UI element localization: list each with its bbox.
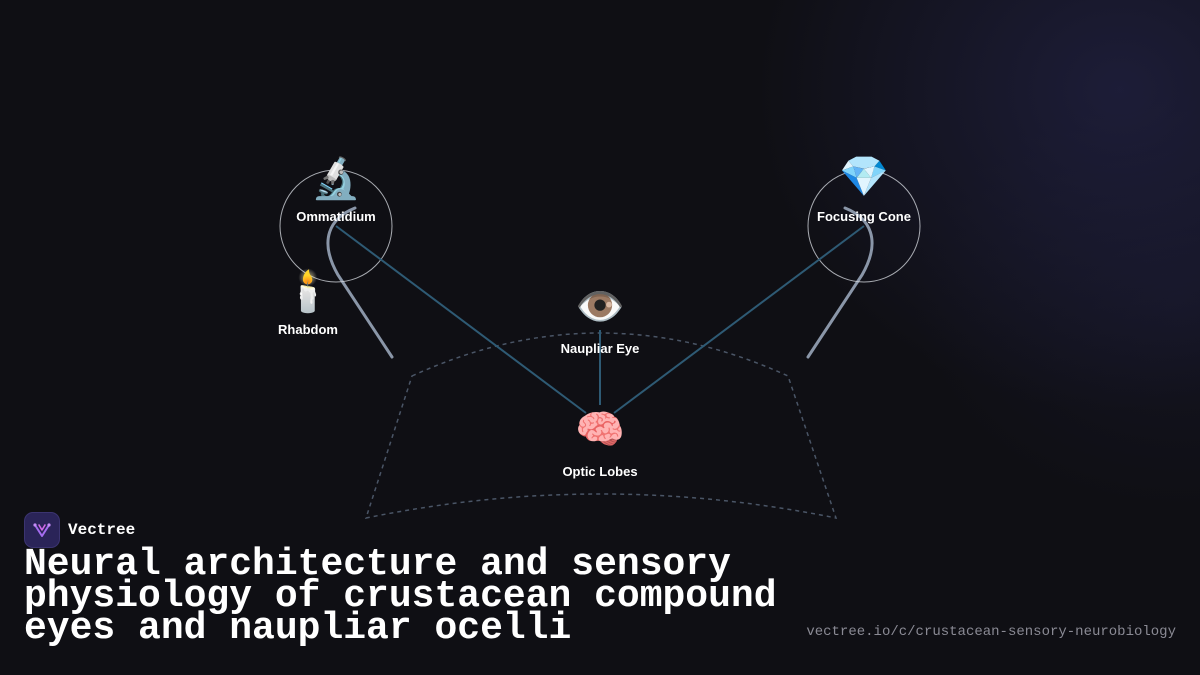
brand: Vectree bbox=[24, 512, 135, 548]
node-label-optic-lobes: Optic Lobes bbox=[562, 464, 637, 479]
right-compound-eye-circle bbox=[807, 169, 921, 283]
edge-ommatidium-optic-lobes bbox=[335, 225, 587, 414]
left-compound-eye-circle bbox=[279, 169, 393, 283]
node-focusing-cone[interactable]: 💎 Focusing Cone bbox=[817, 155, 911, 224]
gem-icon: 💎 bbox=[839, 155, 889, 199]
node-optic-lobes[interactable]: 🧠 Optic Lobes bbox=[562, 408, 637, 479]
left-eye-guide-curve bbox=[326, 206, 394, 359]
node-label-naupliar-eye: Naupliar Eye bbox=[561, 341, 640, 356]
right-eye-guide-curve bbox=[806, 206, 874, 359]
candle-icon: 🕯️ bbox=[283, 267, 333, 314]
vectree-logo-icon bbox=[24, 512, 60, 548]
node-ommatidium[interactable]: 🔬 Ommatidium bbox=[296, 154, 375, 224]
source-url[interactable]: vectree.io/c/crustacean-sensory-neurobio… bbox=[806, 624, 1176, 640]
brand-name: Vectree bbox=[68, 521, 136, 539]
node-label-ommatidium: Ommatidium bbox=[296, 209, 375, 224]
page-title: Neural architecture and sensory physiolo… bbox=[24, 543, 777, 650]
edge-focusing-cone-optic-lobes bbox=[613, 225, 865, 414]
node-rhabdom[interactable]: 🕯️ Rhabdom bbox=[278, 267, 338, 337]
node-label-focusing-cone: Focusing Cone bbox=[817, 209, 911, 224]
node-naupliar-eye[interactable]: 👁️ Naupliar Eye bbox=[561, 285, 640, 356]
eye-icon: 👁️ bbox=[575, 285, 625, 329]
brain-icon: 🧠 bbox=[575, 408, 625, 452]
head-outline-dashed bbox=[364, 332, 838, 519]
microscope-icon: 🔬 bbox=[311, 154, 361, 201]
node-label-rhabdom: Rhabdom bbox=[278, 322, 338, 337]
